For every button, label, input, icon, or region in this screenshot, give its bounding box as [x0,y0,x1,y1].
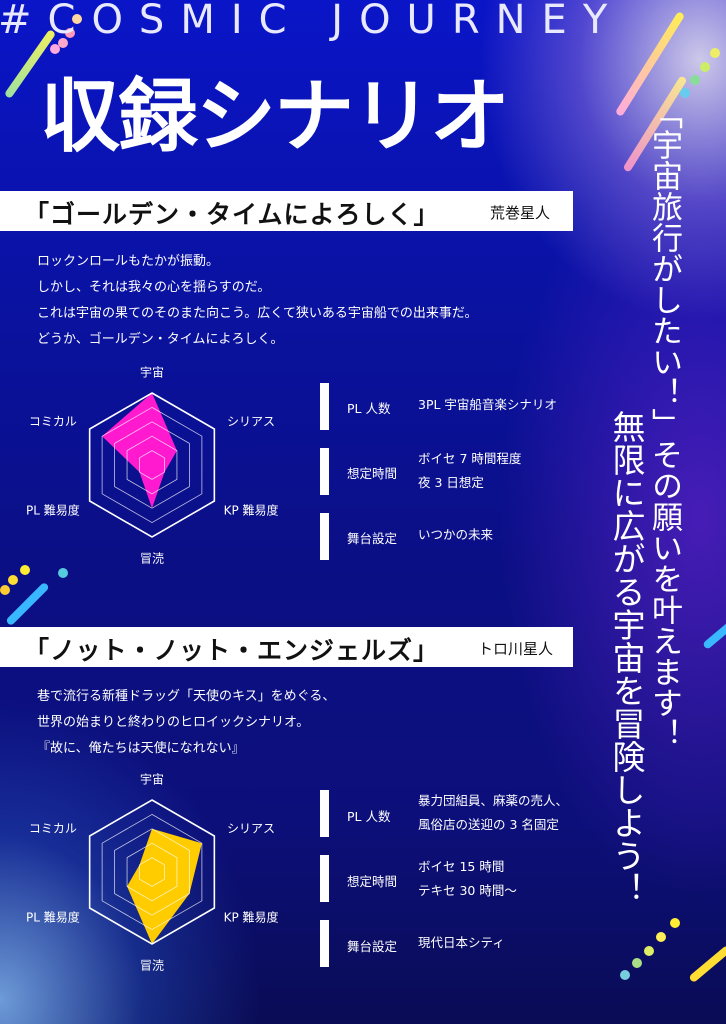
tagline: #COSMIC JOURNEY [0,0,624,43]
info-bar [320,383,329,430]
radar-chart-1: 宇宙シリアス KP 難易度冒涜 PL 難易度コミカル [0,365,300,566]
description-line: 『故に、俺たちは天使になれない』 [37,741,245,756]
decor-dot [620,970,630,980]
catchcopy-line1: 「宇宙旅行がしたい！」その願いを叶えます！ [646,98,682,749]
radar-axis-label: 宇宙 [139,772,165,787]
info-bar [320,448,329,495]
radar-grid-level [88,799,216,945]
decor-dot [700,62,710,72]
radar-svg [88,392,216,538]
scenario-2-description: 巷で流行る新種ドラッグ「天使のキス」をめぐる、 世界の始まりと終わりのヒロイック… [37,684,335,762]
radar-axis-label: コミカル [28,414,77,428]
description-line: 巷で流行る新種ドラッグ「天使のキス」をめぐる、 [37,689,336,704]
decor-dot [8,575,18,585]
radar-axis-label: KP 難易度 [223,503,279,517]
info-value: 夜 3 日想定 [418,475,484,490]
catchcopy-line2: 無限に広がる宇宙を冒険しよう！ [607,410,646,905]
radar-chart-2: 宇宙シリアス KP 難易度冒涜 PL 難易度コミカル [0,772,300,973]
scenario-title: 「ノット・ノット・エンジェルズ」 [24,636,440,665]
scenario-title: 「ゴールデン・タイムによろしく」 [24,200,440,229]
description-line: どうか、ゴールデン・タイムによろしく。 [37,332,284,347]
decor-dot [0,585,10,595]
page-title: 収録シナリオ [40,70,510,163]
decor-dot [58,568,68,578]
description-line: ロックンロールもたかが振動。 [37,254,220,269]
info-value: ボイセ 15 時間 [418,859,505,874]
radar-data-area [127,828,202,944]
radar-grid-level [126,435,178,495]
decor-dot [680,88,690,98]
info-label: 想定時間 [347,466,398,481]
radar-grid-level [139,857,165,887]
radar-axis-label: シリアス [227,821,276,835]
radar-axis-label: 宇宙 [139,365,165,380]
info-bar [320,855,329,902]
radar-grid-level [126,842,178,902]
radar-axis-label: コミカル [28,821,77,835]
info-value: 風俗店の送迎の 3 名固定 [418,817,559,832]
decor-dot [690,75,700,85]
decor-dot [710,48,720,58]
info-label: PL 人数 [347,401,391,416]
scenario-author: 荒巻星人 [490,204,551,222]
radar-axis-label: シリアス [227,414,276,428]
radar-axis-label: KP 難易度 [223,910,279,924]
radar-grid-level [114,828,190,916]
decor-dot [65,28,75,38]
info-label: 想定時間 [347,874,398,889]
radar-grid-level [139,450,165,480]
description-line: これは宇宙の果てのそのまた向こう。広くて狭いある宇宙船での出来事だ。 [37,306,478,321]
decor-dot [644,946,654,956]
description-line: しかし、それは我々の心を揺らすのだ。 [37,280,271,295]
radar-axis-label: PL 難易度 [26,910,80,924]
radar-axis-label: 冒涜 [139,551,165,566]
info-label: 舞台設定 [347,531,398,546]
decor-dot [656,932,666,942]
decor-dot [670,918,680,928]
radar-axis-label: PL 難易度 [26,503,80,517]
info-value: ボイセ 7 時間程度 [418,451,522,466]
radar-grid-level [114,421,190,509]
info-value: テキセ 30 時間〜 [418,883,517,898]
radar-axis-label: 冒涜 [139,958,165,973]
info-bar [320,920,329,967]
info-label: 舞台設定 [347,939,398,954]
radar-grid-level [101,813,203,931]
decor-line [702,618,726,650]
scenario-1-description: ロックンロールもたかが振動。 しかし、それは我々の心を揺らすのだ。 これは宇宙の… [37,249,477,353]
decor-dot [58,38,68,48]
decor-dot [50,44,60,54]
info-value: 3PL 宇宙船音楽シナリオ [418,397,557,412]
scenario-author: トロ川星人 [478,640,554,658]
info-label: PL 人数 [347,809,391,824]
info-bar [320,790,329,837]
scenario-1-banner: 「ゴールデン・タイムによろしく」 荒巻星人 [0,191,573,231]
info-value: 暴力団組員、麻薬の売人、 [418,793,569,808]
decor-line [688,944,726,984]
radar-grid-level [88,392,216,538]
decor-dot [632,958,642,968]
radar-data-area [102,393,177,509]
radar-grid-level [101,406,203,524]
radar-svg [88,799,216,945]
info-value: いつかの未来 [418,527,494,542]
info-value: 現代日本シティ [418,935,505,950]
description-line: 世界の始まりと終わりのヒロイックシナリオ。 [37,715,310,730]
decor-line [5,581,50,627]
scenario-2-banner: 「ノット・ノット・エンジェルズ」 トロ川星人 [0,627,573,667]
info-bar [320,513,329,560]
decor-dot [20,565,30,575]
decor-dot [72,14,82,24]
